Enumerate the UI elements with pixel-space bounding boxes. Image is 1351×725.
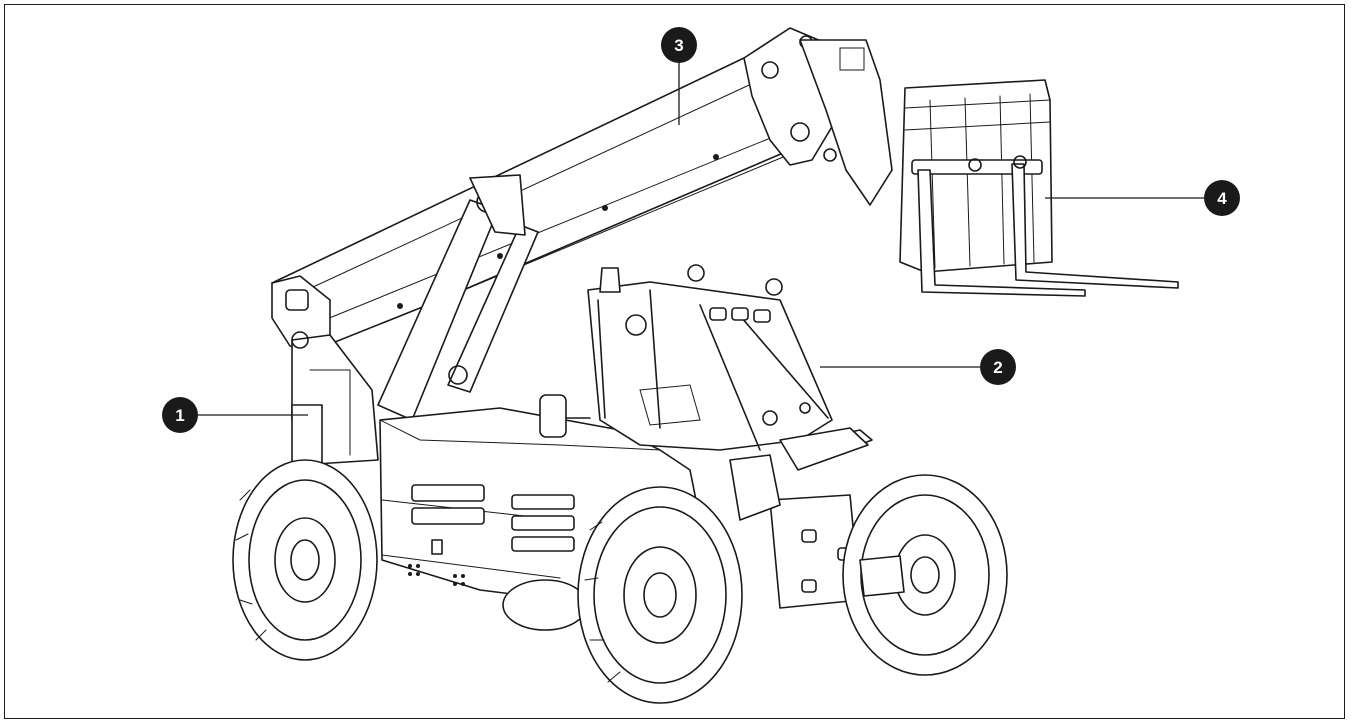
svg-text:2: 2 xyxy=(993,358,1002,377)
callout-4: 4 xyxy=(1204,180,1240,216)
operator-cab xyxy=(587,264,869,471)
front-right-wheel xyxy=(842,474,1008,676)
engine-grille xyxy=(411,484,575,552)
front-left-wheel xyxy=(577,486,743,704)
rear-hidden-wheel xyxy=(502,579,588,631)
rear-left-wheel xyxy=(232,459,378,661)
callout-3: 3 xyxy=(661,27,697,63)
svg-text:1: 1 xyxy=(175,406,184,425)
lift-cylinder xyxy=(377,174,539,421)
svg-text:4: 4 xyxy=(1217,189,1227,208)
telescopic-boom xyxy=(271,27,893,353)
callout-1: 1 xyxy=(162,397,198,433)
fork-carriage xyxy=(899,79,1179,297)
callout-2: 2 xyxy=(980,349,1016,385)
frame-upright xyxy=(291,331,379,466)
svg-text:3: 3 xyxy=(674,36,683,55)
